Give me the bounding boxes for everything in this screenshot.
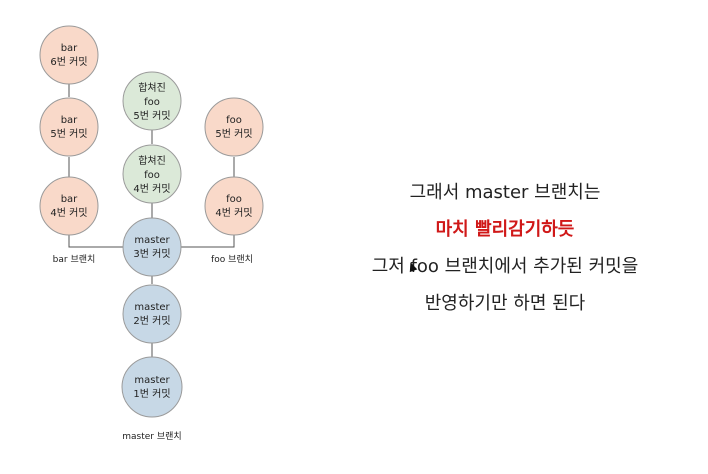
- node-foo-commit-4: foo 4번 커밋: [204, 176, 264, 236]
- node-master1-line1: master: [134, 375, 170, 386]
- graph-edges: [68, 84, 235, 357]
- node-merged-foo-commit-4: 합쳐진 foo 4번 커밋: [122, 144, 182, 204]
- node-bar5-line2: 5번 커밋: [50, 128, 87, 140]
- node-bar-commit-6: bar 6번 커밋: [39, 25, 99, 85]
- node-master1-line2: 1번 커밋: [133, 388, 170, 400]
- caption-line-1: 그래서 master 브랜치는: [409, 182, 601, 203]
- caption-line-2: 마치 빨리감기하듯: [435, 219, 575, 240]
- branch-label-master: master 브랜치: [122, 430, 181, 442]
- caption-line-3: 그저 foo 브랜치에서 추가된 커밋을: [371, 256, 639, 277]
- node-merged5-line2: foo: [144, 97, 160, 108]
- branch-label-bar: bar 브랜치: [53, 253, 96, 265]
- node-master3-line1: master: [134, 235, 170, 246]
- node-foo4-line2: 4번 커밋: [215, 207, 252, 219]
- node-bar6-line2: 6번 커밋: [50, 56, 87, 68]
- node-foo5-line1: foo: [226, 115, 242, 126]
- node-bar5-line1: bar: [61, 115, 78, 126]
- node-bar-commit-4: bar 4번 커밋: [39, 176, 99, 236]
- node-master-commit-2: master 2번 커밋: [122, 284, 182, 344]
- edge-bar-to-master: [68, 235, 123, 248]
- node-foo-commit-5: foo 5번 커밋: [204, 97, 264, 157]
- node-master2-line1: master: [134, 302, 170, 313]
- node-bar6-line1: bar: [61, 43, 78, 54]
- node-foo4-line1: foo: [226, 194, 242, 205]
- node-merged4-line1: 합쳐진: [138, 155, 166, 167]
- node-merged4-line2: foo: [144, 170, 160, 181]
- node-bar4-line1: bar: [61, 194, 78, 205]
- node-merged5-line3: 5번 커밋: [133, 110, 170, 122]
- branch-label-foo: foo 브랜치: [211, 253, 253, 265]
- node-bar4-line2: 4번 커밋: [50, 207, 87, 219]
- node-bar-commit-5: bar 5번 커밋: [39, 97, 99, 157]
- node-merged-foo-commit-5: 합쳐진 foo 5번 커밋: [122, 71, 182, 131]
- node-foo5-line2: 5번 커밋: [215, 128, 252, 140]
- node-master3-line2: 3번 커밋: [133, 248, 170, 260]
- node-master-commit-3: master 3번 커밋: [122, 217, 182, 277]
- node-master2-line2: 2번 커밋: [133, 315, 170, 327]
- edge-foo-to-master: [181, 235, 235, 248]
- node-master-commit-1: master 1번 커밋: [121, 356, 183, 418]
- node-merged4-line3: 4번 커밋: [133, 183, 170, 195]
- caption-line-4: 반영하기만 하면 된다: [424, 293, 586, 314]
- node-merged5-line1: 합쳐진: [138, 82, 166, 94]
